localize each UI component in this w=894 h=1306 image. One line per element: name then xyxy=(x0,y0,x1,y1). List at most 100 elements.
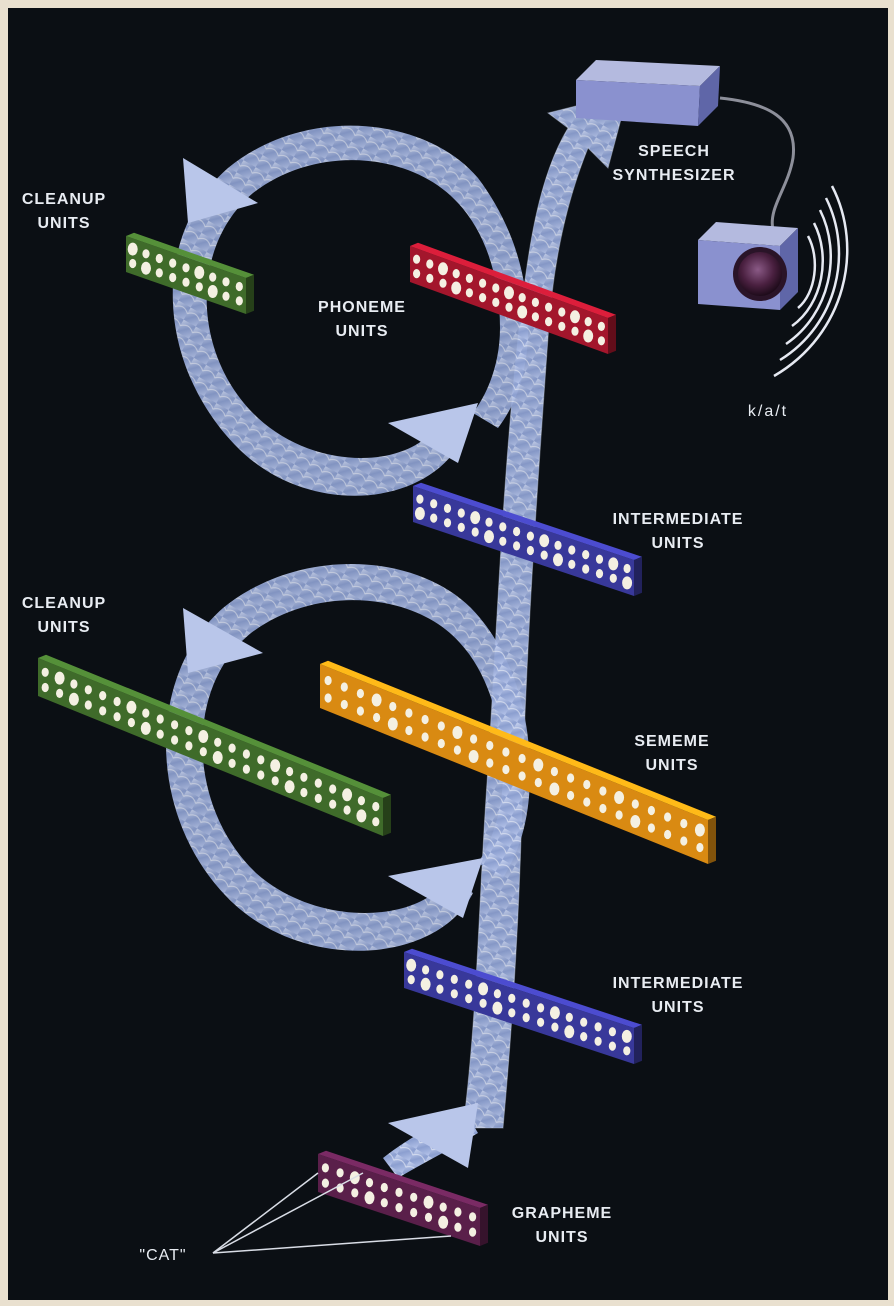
unit-dot xyxy=(486,758,494,768)
unit-dot xyxy=(356,809,367,823)
unit-dot xyxy=(84,700,92,710)
unit-dot xyxy=(156,729,164,739)
sememe-units-label: SEMEME UNITS xyxy=(634,733,710,774)
unit-dot xyxy=(471,527,479,537)
unit-dot xyxy=(450,989,458,999)
cleanup-units-bottom-label: CLEANUP UNITS xyxy=(21,595,107,636)
unit-dot xyxy=(608,557,619,571)
unit-dot xyxy=(599,803,607,814)
bar-end xyxy=(383,794,391,836)
unit-dot xyxy=(356,688,364,699)
synthesizer-cable xyxy=(719,96,796,231)
unit-dot xyxy=(127,717,135,728)
unit-dot xyxy=(518,293,526,303)
unit-dot xyxy=(405,725,413,736)
bar-face xyxy=(38,658,383,836)
unit-dot xyxy=(351,1188,359,1198)
unit-dot xyxy=(235,281,243,292)
bar-top-edge xyxy=(318,1150,488,1208)
unit-dot xyxy=(410,1207,418,1218)
unit-dot xyxy=(314,778,322,788)
unit-dot xyxy=(499,522,507,532)
unit-dot xyxy=(680,818,688,829)
unit-dot xyxy=(430,513,438,523)
unit-dot xyxy=(622,576,633,590)
unit-dot xyxy=(537,1017,545,1027)
unit-dot xyxy=(314,793,322,804)
unit-dot xyxy=(599,786,607,796)
lower-recurrent-loop xyxy=(165,563,530,951)
unit-dot xyxy=(615,810,623,820)
unit-dot xyxy=(129,258,137,269)
unit-dot xyxy=(526,545,535,556)
unit-dot xyxy=(492,297,500,307)
unit-dot xyxy=(465,288,473,298)
unit-dot xyxy=(450,974,458,985)
unit-dot xyxy=(407,975,415,985)
unit-dot xyxy=(623,563,631,574)
unit-dot xyxy=(694,823,705,837)
unit-dot xyxy=(364,1191,375,1205)
unit-dot xyxy=(395,1187,403,1197)
speech-synthesizer-label: SPEECH SYNTHESIZER xyxy=(612,143,736,184)
unit-dot xyxy=(414,507,425,520)
bar-top-edge xyxy=(410,242,616,318)
unit-dot xyxy=(478,982,489,996)
unit-dot xyxy=(479,293,487,303)
unit-dot xyxy=(329,784,337,794)
unit-dot xyxy=(410,1192,418,1202)
phoneme-units-label: PHONEME UNITS xyxy=(318,299,406,340)
network-diagram: SPEECH SYNTHESIZER CLEANUP UNITS PHONEME… xyxy=(8,8,888,1300)
unit-dot xyxy=(430,499,438,509)
diagram-artwork xyxy=(38,60,849,1254)
unit-dot xyxy=(413,254,421,264)
cleanup-units-bottom-bar xyxy=(38,654,391,836)
unit-dot xyxy=(70,679,78,689)
unit-dot xyxy=(426,259,434,269)
unit-dot xyxy=(340,682,348,692)
unit-dot xyxy=(155,253,163,264)
unit-dot xyxy=(373,712,381,723)
synthesizer-box-icon xyxy=(576,60,720,126)
unit-dot xyxy=(609,573,617,583)
intermediate-units-top-label: INTERMEDIATE UNITS xyxy=(612,511,744,552)
bar-face xyxy=(320,664,708,864)
unit-dot xyxy=(113,712,121,722)
unit-dot xyxy=(545,317,553,327)
cleanup-units-top-bar xyxy=(126,232,254,314)
unit-dot xyxy=(212,751,223,764)
unit-dot xyxy=(443,503,452,513)
unit-dot xyxy=(207,285,218,298)
unit-dot xyxy=(584,317,592,327)
unit-dot xyxy=(469,1227,477,1237)
bar-top-edge xyxy=(38,654,391,798)
unit-dot xyxy=(443,518,452,528)
unit-dot xyxy=(696,842,704,853)
unit-dot xyxy=(570,310,580,324)
input-arrow xyxy=(383,1103,478,1178)
unit-dot xyxy=(321,1163,329,1173)
unit-dot xyxy=(380,1182,388,1193)
bar-face xyxy=(413,486,634,596)
unit-dot xyxy=(531,312,540,322)
unit-dot xyxy=(484,530,494,544)
unit-dot xyxy=(342,788,353,802)
unit-dot xyxy=(630,815,641,828)
unit-dot xyxy=(406,958,417,972)
bar-face xyxy=(404,952,634,1064)
unit-dot xyxy=(485,517,493,527)
unit-dot xyxy=(356,706,364,716)
unit-dot xyxy=(416,494,424,504)
cat-pointer-lines xyxy=(212,1172,452,1254)
unit-dot xyxy=(194,266,205,279)
unit-dot xyxy=(242,764,250,774)
unit-dot xyxy=(457,508,465,518)
unit-dot xyxy=(126,700,137,714)
unit-dot xyxy=(209,272,217,282)
unit-dot xyxy=(631,799,639,809)
unit-dot xyxy=(340,699,348,710)
unit-dot xyxy=(452,269,460,279)
unit-dot xyxy=(551,1022,559,1032)
unit-dot xyxy=(127,242,138,256)
unit-dot xyxy=(389,701,397,712)
